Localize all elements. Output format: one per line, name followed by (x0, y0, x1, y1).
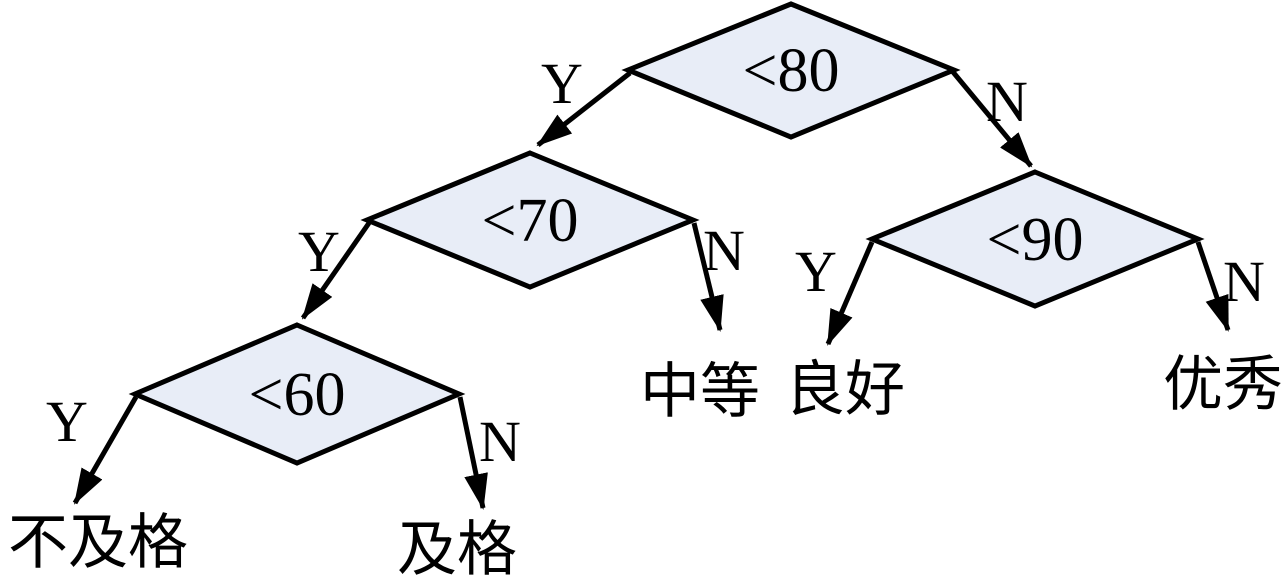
edge-lt60-no-arrow (457, 396, 488, 510)
decision-node-lt60: <60 (128, 322, 466, 466)
decision-node-lt80: <80 (621, 1, 961, 140)
edge-lt70-no-label: N (703, 218, 745, 283)
edge-lt70-no-arrow (691, 222, 724, 332)
diamond-lt60 (128, 322, 466, 466)
edge-lt90-yes-label: Y (795, 239, 837, 304)
leaf-medium-label: 中等 (640, 359, 760, 425)
edge-lt90-no-arrow (1195, 241, 1231, 332)
leaf-good-label: 良好 (785, 357, 905, 423)
decision-node-lt80-label: <80 (743, 37, 840, 105)
edge-lt60-yes-label: Y (46, 389, 88, 454)
edge-lt80-no-label: N (986, 69, 1028, 134)
edge-lt60-no-label: N (479, 409, 521, 474)
leaf-pass-label: 及格 (397, 517, 517, 577)
edge-lt70-yes-label: Y (298, 219, 340, 284)
diamond-lt80 (621, 1, 961, 140)
decision-node-lt90: <90 (865, 169, 1205, 309)
edge-lt80-yes-arrow (536, 71, 632, 147)
edge-lt90-no-label: N (1223, 249, 1265, 314)
edges (72, 70, 1231, 510)
edge-lt70-yes-arrow (300, 221, 372, 320)
decision-nodes: <80 <70 <90 <60 (128, 1, 1205, 466)
edge-lt60-yes-arrow (72, 395, 139, 505)
decision-node-lt90-label: <90 (987, 206, 1084, 274)
diamond-lt70 (360, 150, 700, 290)
decision-node-lt70-label: <70 (482, 187, 579, 255)
leaf-labels: 不及格 及格 中等 良好 优秀 (8, 352, 1283, 577)
edge-lt80-yes-label: Y (541, 51, 583, 116)
leaf-excellent-label: 优秀 (1163, 352, 1283, 418)
edge-labels: Y N Y N Y N Y N (46, 51, 1265, 474)
edge-lt80-no-arrow (951, 70, 1033, 168)
diamond-lt90 (865, 169, 1205, 309)
edge-lt90-yes-arrow (825, 241, 875, 346)
decision-node-lt60-label: <60 (249, 361, 346, 429)
leaf-fail-label: 不及格 (8, 510, 188, 576)
decision-node-lt70: <70 (360, 150, 700, 290)
